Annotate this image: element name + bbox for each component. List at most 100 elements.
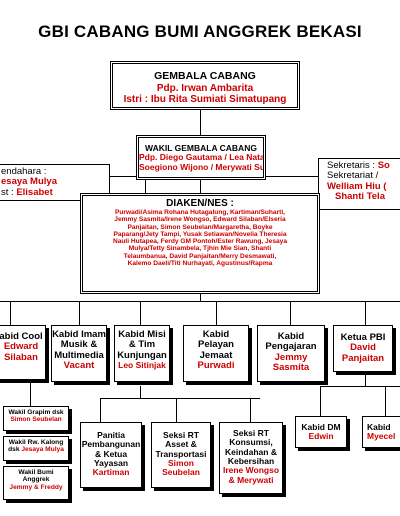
kabid-cool-box: abid Cool Edward Silaban — [0, 325, 46, 380]
diaken-line: Mulya/Tetty Sinambela, Tjhin Mie Sian, S… — [128, 245, 272, 253]
kabid-cutoff-name: Myecel — [367, 431, 396, 442]
kabid-cutoff-box: Kabid Myecel — [362, 416, 400, 448]
connector-line — [30, 380, 31, 406]
wakil-grapim-box: Wakil Grapim dsk Simon Seubelan — [3, 406, 69, 431]
panitia-pembangunan-box: Panitia Pembangunan & Ketua Yayasan Kart… — [80, 422, 142, 488]
connector-line — [365, 301, 366, 325]
wakil-line2: Soegiono Wijono / Merywati Suherman — [139, 161, 266, 172]
sekretariat-label: Sekretariat / — [327, 170, 379, 182]
seksi-rt-asset-box: Seksi RT Asset & Transportasi Simon Seub… — [151, 422, 211, 488]
wakil-area-label: Wakil Bumi — [18, 469, 54, 476]
wakil-heading: WAKIL GEMBALA CABANG — [145, 143, 257, 153]
wakil-area-name: Jesaya Mulya — [21, 446, 64, 454]
wakil-area-name: Jemmy & Freddy — [9, 483, 63, 491]
connector-line — [385, 386, 386, 416]
kabid-title: Jemaat — [199, 349, 233, 361]
connector-line — [0, 301, 400, 302]
connector-line — [200, 110, 201, 137]
connector-line — [145, 180, 146, 196]
panitia-title: Yayasan — [93, 458, 129, 469]
connector-line — [320, 386, 400, 387]
kabid-name: Panjaitan — [341, 352, 385, 364]
kabid-misi-box: Kabid Misi & Tim Kunjungan Leo Sitinjak — [114, 325, 170, 382]
kabid-pengajaran-box: Kabid Pengajaran Jemmy Sasmita — [257, 325, 325, 382]
kabid-dm-box: Kabid DM Edwin — [295, 416, 347, 448]
kabid-dm-name: Edwin — [308, 431, 334, 442]
wakil-line1: Pdp. Diego Gautama / Lea Natalia — [139, 152, 266, 163]
kabid-name: Sasmita — [272, 362, 310, 374]
diaken-line: Purwadi/Asima Rohana Hutagalung, Kartima… — [115, 209, 285, 216]
panitia-title: Pembangunan — [81, 439, 141, 450]
diaken-box: DIAKEN/NES : Purwadi/Asima Rohana Hutaga… — [80, 193, 320, 294]
sekretaris-name: So — [377, 160, 390, 171]
panitia-title: Panitia — [97, 430, 125, 440]
diaken-line: Telaumbanua, David Panjaitan/Merry Desma… — [123, 252, 277, 260]
seksi-title: Konsumsi, — [229, 437, 273, 448]
connector-line — [176, 398, 177, 422]
diaken-list: Purwadi/Asima Rohana Hutagalung, Kartima… — [83, 209, 317, 267]
connector-line — [365, 372, 366, 386]
connector-line — [266, 176, 318, 177]
asisten-label: st : — [1, 186, 14, 198]
connector-line — [140, 386, 141, 398]
diaken-line: Jemmy Sasmita/Irene Wongso, Edward Silab… — [114, 216, 286, 224]
seksi-name: Irene Wongso — [222, 465, 280, 476]
connector-line — [10, 301, 11, 325]
sekretariat-name1: Welliam Hiu ( — [327, 180, 387, 192]
wakil-area-label: Wakil Rw. Kalong — [8, 439, 64, 446]
kabid-name: David — [350, 342, 376, 354]
connector-line — [250, 398, 251, 422]
connector-line — [110, 176, 136, 177]
seksi-title: Keindahan & — [225, 446, 277, 457]
seksi-name: & Merywati — [228, 474, 274, 485]
connector-line — [320, 386, 321, 416]
kabid-dm-title: Kabid DM — [301, 422, 341, 432]
kabid-title: Musik & — [60, 339, 98, 351]
gembala-heading: GEMBALA CABANG — [154, 70, 256, 82]
kabid-title: Ketua PBI — [340, 332, 386, 343]
panitia-title: & Ketua — [94, 448, 128, 459]
wakil-area-label: Wakil Grapim dsk — [8, 409, 64, 416]
connector-line — [216, 301, 217, 325]
kabid-title: Pelayan — [198, 339, 234, 351]
seksi-rt-konsumsi-box: Seksi RT Konsumsi, Keindahan & Kebersiha… — [219, 422, 283, 494]
seksi-name: Seubelan — [162, 467, 200, 478]
connector-line — [290, 301, 291, 325]
seksi-title: Seksi RT — [163, 430, 199, 440]
sekretariat-name2: Shanti Tela — [335, 191, 385, 203]
kabid-name: Jemmy — [274, 351, 308, 363]
panitia-name: Kartiman — [92, 467, 130, 478]
seksi-title: Asset & — [165, 439, 197, 450]
kabid-cutoff-title: Kabid — [367, 422, 391, 432]
connector-line — [140, 301, 141, 325]
ketua-pbi-box: Ketua PBI David Panjaitan — [333, 325, 393, 372]
gembala-name: Pdp. Irwan Ambarita — [156, 82, 254, 94]
connector-line — [100, 398, 101, 422]
wakil-area-label: Anggrek — [22, 476, 50, 484]
diaken-heading: DIAKEN/NES : — [166, 198, 234, 209]
page-title: GBI CABANG BUMI ANGGREK BEKASI — [38, 22, 362, 41]
bendahara-label: endahara : — [1, 166, 47, 177]
kabid-title: Kabid — [202, 329, 230, 340]
seksi-title: Kebersihan — [227, 456, 275, 467]
asisten-name: Elisabet — [16, 186, 53, 198]
kabid-name: Edward — [3, 341, 39, 353]
kabid-title: Kabid — [277, 331, 305, 342]
wakil-bumi-anggrek-box: Wakil Bumi Anggrek Jemmy & Freddy — [3, 466, 69, 500]
connector-line — [200, 180, 201, 196]
kabid-name: Leo Sitinjak — [118, 360, 166, 371]
diaken-line: Panjaitan, Simon Seubelan/Margaretha, Bo… — [127, 223, 273, 231]
seksi-name: Simon — [168, 458, 194, 469]
kabid-title: abid Cool — [0, 331, 43, 342]
kabid-title: Pengajaran — [265, 341, 317, 353]
diaken-line: Paparang/Jety Tampi, Yusak Setiawan/Nove… — [113, 230, 287, 238]
seksi-title: Transportasi — [155, 448, 207, 459]
kabid-title: Kabid Misi — [118, 329, 166, 340]
kabid-title: Multimedia — [54, 349, 104, 361]
gembala-wife: Istri : Ibu Rita Sumiati Simatupang — [123, 93, 287, 105]
connector-line — [79, 301, 80, 325]
kabid-title: Kabid Imam — [52, 329, 106, 340]
connector-line — [200, 294, 201, 302]
diaken-line: Kalemo Daeli/Titi Nurhayati, Agustinus/R… — [127, 259, 273, 267]
kabid-name: Vacant — [63, 360, 95, 372]
